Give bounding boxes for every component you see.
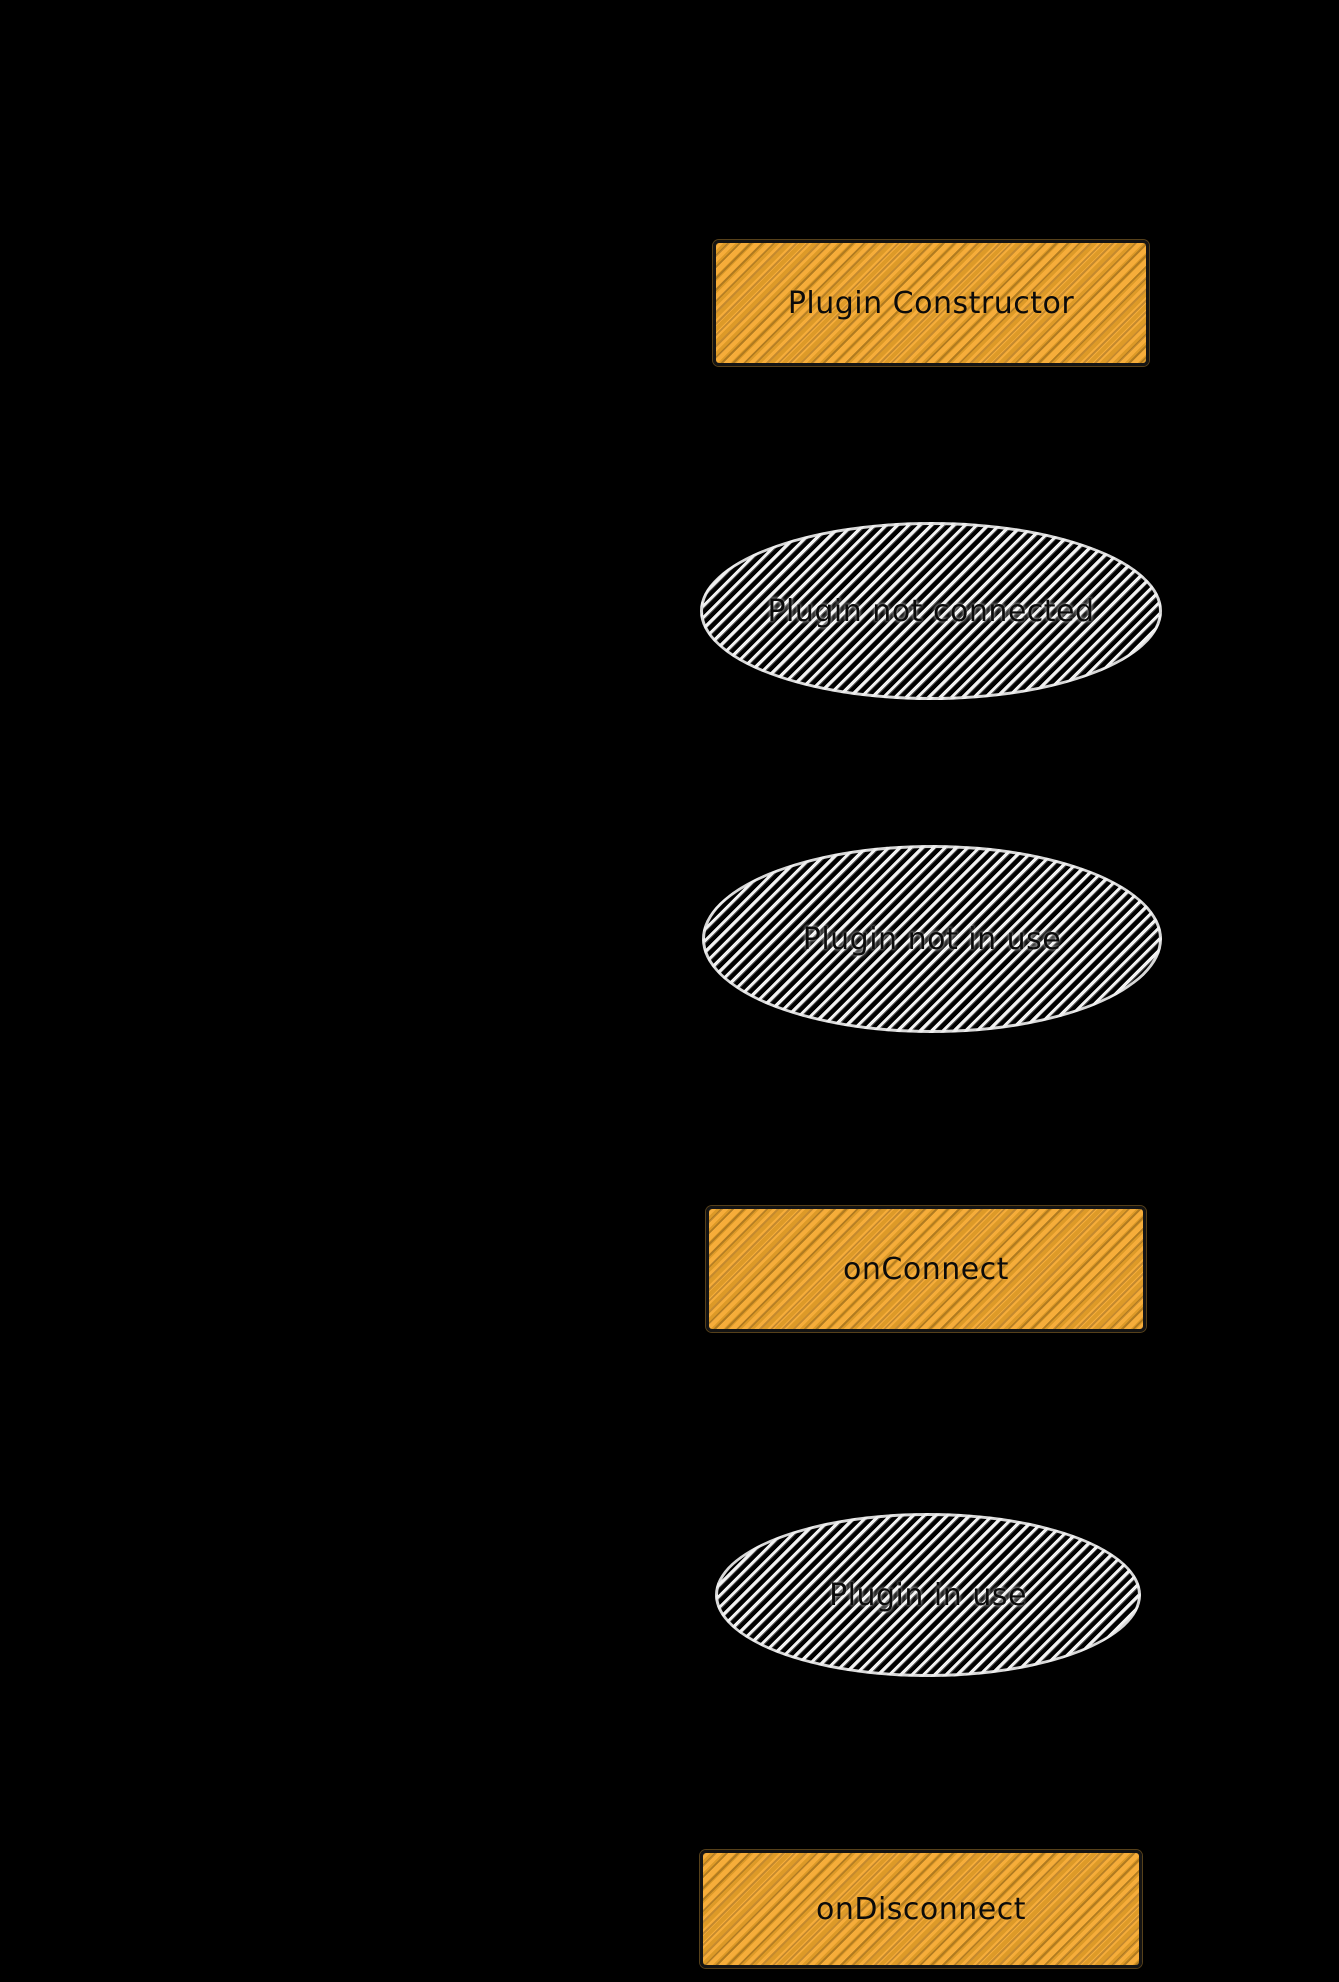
node-plugin-not-in-use-label: Plugin not in use <box>802 921 1062 957</box>
node-on-disconnect: onDisconnect <box>700 1850 1142 1968</box>
node-on-disconnect-label: onDisconnect <box>815 1891 1027 1927</box>
node-plugin-not-connected-label: Plugin not connected <box>767 593 1095 629</box>
node-plugin-constructor-label: Plugin Constructor <box>787 285 1075 321</box>
node-plugin-constructor: Plugin Constructor <box>713 240 1149 366</box>
node-plugin-not-connected: Plugin not connected <box>700 522 1162 700</box>
node-plugin-not-in-use: Plugin not in use <box>702 845 1162 1033</box>
node-on-connect-label: onConnect <box>843 1251 1009 1287</box>
node-on-connect: onConnect <box>706 1206 1146 1332</box>
node-plugin-in-use: Plugin in use <box>715 1513 1141 1677</box>
node-plugin-in-use-label: Plugin in use <box>829 1577 1027 1613</box>
